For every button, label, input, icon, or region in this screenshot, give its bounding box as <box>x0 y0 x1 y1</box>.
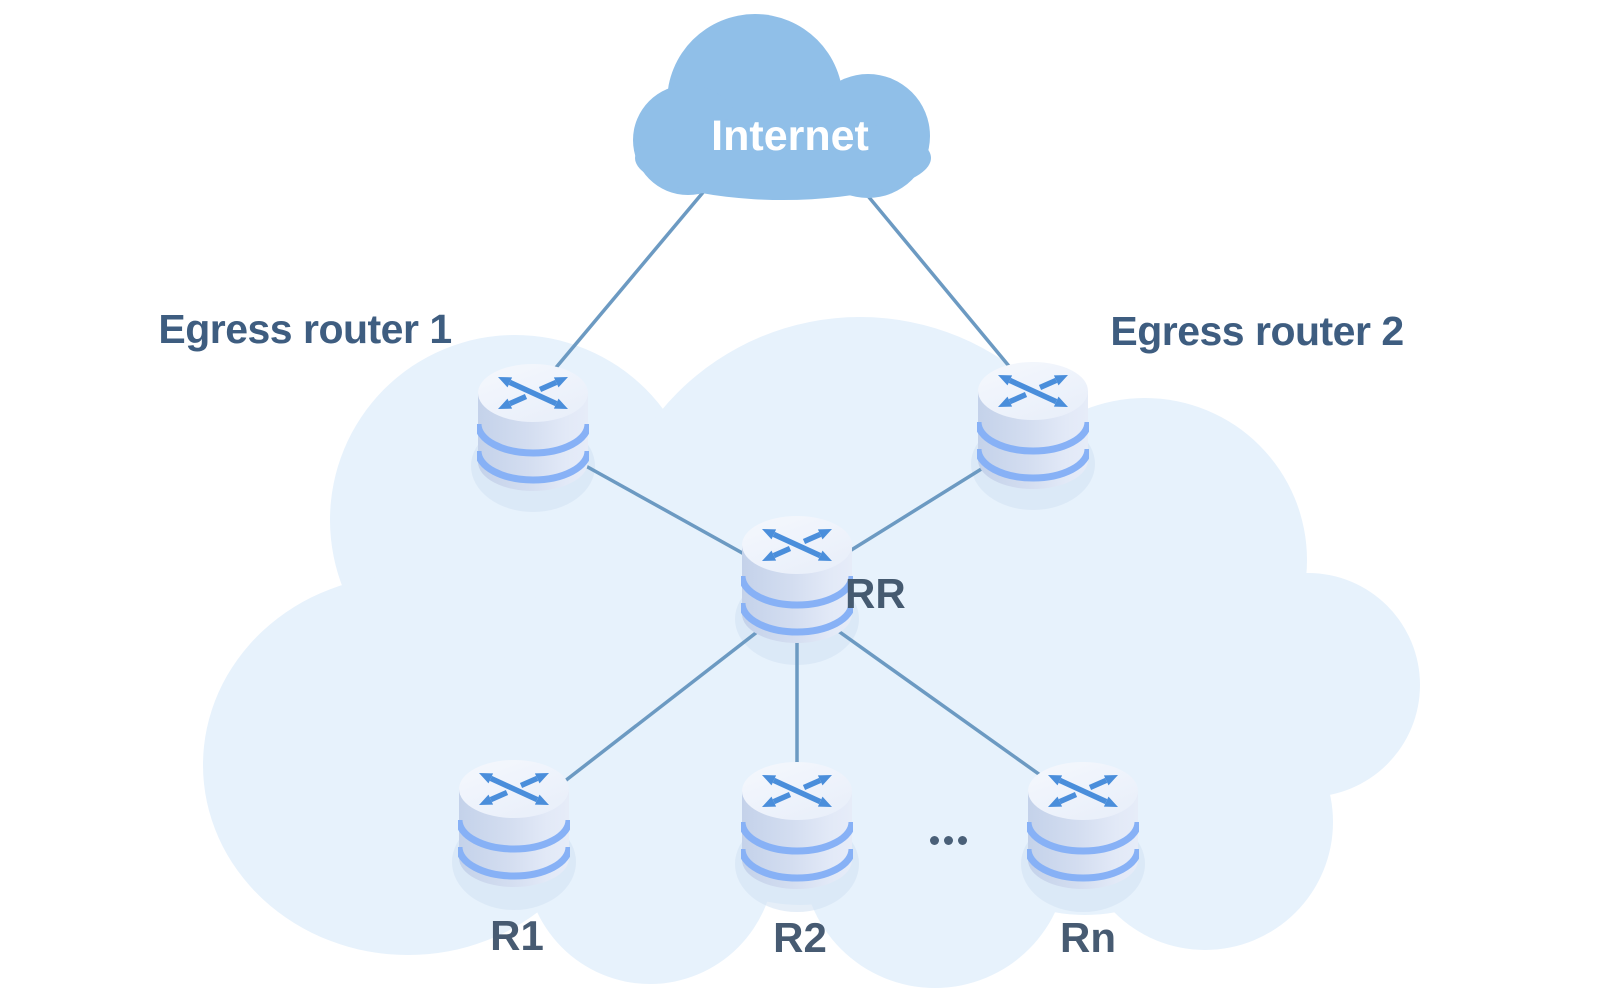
ellipsis-dots <box>918 836 978 845</box>
r1-label: R1 <box>490 912 544 959</box>
egress-router-1-label: Egress router 1 <box>158 306 452 352</box>
rn-label: Rn <box>1060 914 1116 961</box>
internet-label: Internet <box>711 112 869 160</box>
link-internet-egress1 <box>531 188 707 397</box>
link-internet-egress2 <box>861 188 1035 397</box>
egress-router-2-icon <box>977 360 1089 490</box>
dot <box>929 836 939 845</box>
rr-label: RR <box>845 570 906 617</box>
as-cloud-shape <box>203 317 1420 988</box>
route-reflector-icon <box>741 514 853 644</box>
router-rn-icon <box>1027 760 1139 890</box>
link-rr-r1 <box>523 606 790 814</box>
router-r1-icon <box>458 758 570 888</box>
egress-router-1-icon <box>477 362 589 492</box>
r2-label: R2 <box>773 914 827 961</box>
dot <box>957 836 967 845</box>
egress-router-2-label: Egress router 2 <box>1110 308 1404 354</box>
dot <box>943 836 953 845</box>
router-r2-icon <box>741 760 853 890</box>
